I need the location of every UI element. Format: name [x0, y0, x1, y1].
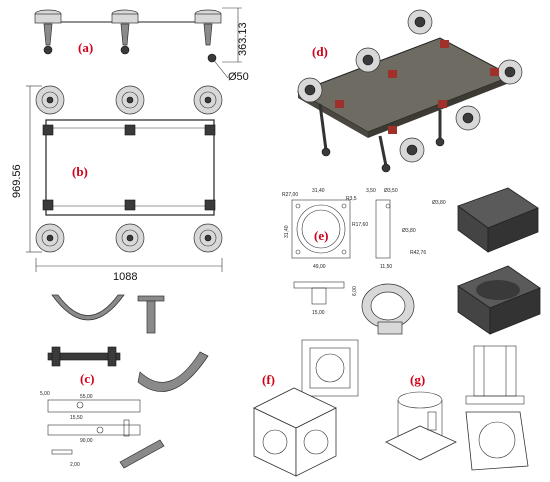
- dim-e-12: 11,50: [380, 264, 392, 270]
- bracket-render-top: [457, 187, 539, 253]
- dim-e-3: R3,5: [346, 196, 357, 202]
- dim-b-length: 969.56: [11, 164, 23, 198]
- small-bar-part: [119, 439, 165, 469]
- bracket-side-drawing: 6,00 15,00: [293, 281, 358, 316]
- panel-label-b: (b): [72, 164, 88, 179]
- panel-g-clamp: (g): [385, 345, 529, 471]
- dim-e-6: R17,60: [352, 222, 368, 228]
- panel-label-d: (d): [312, 44, 328, 59]
- panel-a-side-view: (a) 363.13 Ø50: [34, 7, 249, 83]
- platform-outline: [45, 119, 215, 216]
- dim-e-13: 6,00: [352, 286, 358, 296]
- assembly-motor-blocks: [335, 40, 499, 134]
- bracket-render-ring: [361, 283, 415, 335]
- dim-b-width: 1088: [113, 271, 137, 283]
- dim-e-9: Ø3,80: [432, 200, 446, 206]
- curved-bracket-part: [51, 294, 125, 321]
- panel-label-g: (g): [410, 372, 425, 387]
- dim-c-2: 15,50: [70, 415, 83, 421]
- panel-label-f: (f): [262, 372, 275, 387]
- curved-arm-part: [137, 351, 209, 392]
- dim-e-4: 31,40: [284, 225, 290, 238]
- dim-a-diameter: Ø50: [228, 71, 249, 83]
- flat-bar-part: [47, 346, 121, 367]
- panel-label-e: (e): [314, 228, 328, 243]
- dim-e-14: 15,00: [312, 310, 325, 316]
- dim-e-7: 3,50: [366, 188, 376, 194]
- panel-b-top-view: (b) 969.56 1088: [11, 85, 223, 283]
- dim-e-5: 49,00: [313, 264, 326, 270]
- top-view-wheels: [35, 85, 223, 253]
- dim-c-5: 2,00: [70, 462, 80, 468]
- panel-f-cube: (f): [253, 339, 359, 477]
- t-profile-part: [137, 295, 165, 334]
- top-view-brackets: [42, 124, 216, 211]
- dim-e-11: R42,76: [410, 250, 426, 256]
- dim-c-3: 90,00: [80, 438, 93, 444]
- dim-e-1: 31,40: [312, 188, 325, 194]
- bracket-render-bottom: [457, 265, 541, 335]
- dim-c-1: 55,00: [80, 394, 93, 400]
- panel-c-parts: (c) 55,00 15,50 90,00 5,00 2,00: [40, 294, 209, 469]
- assembly-legs: [318, 103, 445, 173]
- panel-d-assembly: (d): [296, 9, 523, 173]
- dim-e-2: R27,00: [282, 192, 298, 198]
- dim-e-10: Ø3,80: [402, 228, 416, 234]
- panel-e-bracket: 31,40 R27,00 R3,5 31,40 49,00 (e) R17,60…: [282, 187, 541, 335]
- wheel-unit-middle: [111, 9, 139, 55]
- wheel-unit-right: [194, 9, 222, 63]
- bar-drawing: 55,00 15,50 90,00 5,00 2,00: [40, 391, 141, 468]
- wheel-unit-left: [34, 9, 62, 55]
- dim-e-8: Ø3,50: [384, 188, 398, 194]
- panel-label-c: (c): [80, 371, 94, 386]
- panel-label-a: (a): [78, 40, 93, 55]
- dim-c-4: 5,00: [40, 391, 50, 397]
- assembly-wheels: [297, 9, 523, 163]
- dim-a-height: 363.13: [237, 22, 249, 56]
